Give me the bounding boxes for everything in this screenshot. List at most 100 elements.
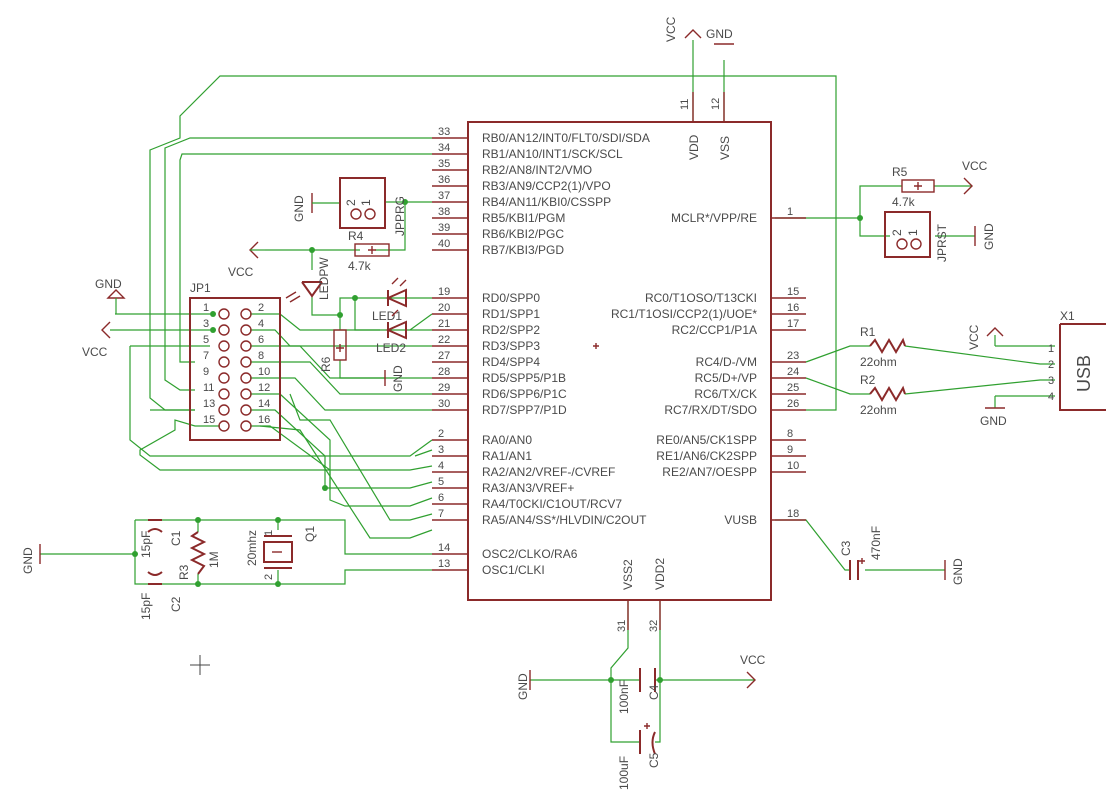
ic-left-pin-number: 19 [438, 286, 450, 298]
ic-left-pin-label: RD2/SPP2 [482, 323, 540, 337]
jp1-pin-number: 2 [258, 302, 264, 314]
c4-value: 100nF [617, 680, 631, 714]
jp1-pin-pad [218, 340, 230, 352]
ic-left-pin-label: RA0/AN0 [482, 433, 532, 447]
jp1-pin-pad [240, 404, 252, 416]
resistor-r5: R5 4.7k [892, 165, 935, 209]
ic-left-pin-label: RD5/SPP5/P1B [482, 371, 566, 385]
ic-left-pin-number: 3 [438, 444, 444, 456]
ic-left-pin-label: RA2/AN2/VREF-/CVREF [482, 465, 615, 479]
ic-left-pin-label: RD7/SPP7/P1D [482, 403, 567, 417]
ic-left-pin-number: 7 [438, 508, 444, 520]
ic-left-pin-number: 35 [438, 158, 450, 170]
power-symbols: VCC GND GND VCC GND VCC GND GND VCC GND … [21, 16, 1007, 700]
capacitor-c1: 15pF C1 [139, 519, 183, 558]
jp1-pin-number: 4 [258, 318, 264, 330]
vss-pin-label: VSS [718, 136, 732, 160]
jp1-pin-pad [240, 372, 252, 384]
q1-value: 20mhz [245, 530, 259, 566]
gnd-usb-label: GND [980, 414, 1007, 428]
c5-value: 100uF [617, 756, 631, 790]
vdd2-pin-number: 32 [648, 620, 660, 632]
ic-left-pin-label: OSC2/CLKO/RA6 [482, 547, 578, 561]
x1-pin3: 3 [1048, 375, 1054, 387]
jp1-pin-pad [240, 356, 252, 368]
c2-name: C2 [169, 596, 183, 612]
jpprg-name: JPPRG [393, 196, 407, 236]
jp1-pin-number: 15 [203, 414, 215, 426]
gnd-r6-label: GND [391, 365, 405, 392]
ic-right-pin-number: 10 [787, 460, 799, 472]
led-ledpw: LEDPW [285, 257, 331, 303]
ic-right-pin-number: 15 [787, 286, 799, 298]
vss2-pin-number: 31 [616, 620, 628, 632]
vss-pin-number: 12 [710, 98, 722, 110]
ic-left-pin-number: 37 [438, 190, 450, 202]
ic-left-pin-number: 40 [438, 238, 450, 250]
r1-name: R1 [860, 325, 876, 339]
ic-left-pin-number: 4 [438, 460, 444, 472]
capacitor-c4: 100nF C4 [617, 668, 661, 714]
ic-right-pin-label: RC1/T1OSI/CCP2(1)/UOE* [611, 307, 757, 321]
ic-left-pin-number: 14 [438, 542, 450, 554]
gnd-top-label: GND [706, 27, 733, 41]
ic-left-pin-label: RB2/AN8/INT2/VMO [482, 163, 592, 177]
ic-left-pin-number: 34 [438, 142, 450, 154]
resistor-r1: R1 22ohm [860, 325, 906, 369]
ic-right-pin-label: RC5/D+/VP [695, 371, 757, 385]
ic-right-pin-number: 25 [787, 382, 799, 394]
jp1-pin-pad [218, 324, 230, 336]
ic-right-pin-number: 9 [787, 444, 793, 456]
ic-left-pin-number: 39 [438, 222, 450, 234]
ic-right-pin-number: 26 [787, 398, 799, 410]
r3-value: 1M [207, 551, 221, 568]
x1-pin1: 1 [1048, 343, 1054, 355]
ic-left-pin-label: RB4/AN11/KBI0/CSSPP [482, 195, 611, 209]
r5-value: 4.7k [892, 195, 916, 209]
crosshair-cursor-icon [190, 655, 210, 675]
jprst-pin2: 2 [890, 229, 904, 236]
ic-left-pin-label: OSC1/CLKI [482, 563, 545, 577]
jp1-pin-pad [218, 388, 230, 400]
r3-name: R3 [177, 564, 191, 580]
jp1-pin-pad [240, 388, 252, 400]
x1-name: X1 [1060, 309, 1075, 323]
ic-left-pin-label: RD6/SPP6/P1C [482, 387, 567, 401]
ic-left-pin-label: RA4/T0CKI/C1OUT/RCV7 [482, 497, 622, 511]
jpprg-pin2: 2 [344, 199, 358, 206]
ic-left-pin-label: RA5/AN4/SS*/HLVDIN/C2OUT [482, 513, 647, 527]
led-led1: LED1 [372, 277, 407, 323]
ic-left-pin-number: 28 [438, 366, 450, 378]
c1-name: C1 [169, 530, 183, 546]
c3-value: 470nF [869, 526, 883, 560]
c1-value: 15pF [139, 531, 153, 558]
r1-value: 22ohm [860, 355, 897, 369]
jp1-pin-pad [218, 356, 230, 368]
ic-left-pin-number: 38 [438, 206, 450, 218]
jp1-pin-pad [218, 420, 230, 432]
q1-name: Q1 [303, 526, 317, 542]
r5-name: R5 [892, 165, 908, 179]
vdd-pin-label: VDD [687, 134, 701, 160]
ic-right-pin-label: MCLR*/VPP/RE [671, 211, 757, 225]
jpprg-pin1: 1 [359, 199, 373, 206]
jp1-pin-number: 1 [203, 302, 209, 314]
ic-right-pins: 1MCLR*/VPP/RE15RC0/T1OSO/T13CKI16RC1/T1O… [611, 206, 806, 527]
resistor-r6: R6 [319, 329, 347, 372]
ic-right-pin-label: RC4/D-/VM [696, 355, 757, 369]
jp1-pin-pad [240, 308, 252, 320]
ic-left-pin-label: RB3/AN9/CCP2(1)/VPO [482, 179, 611, 193]
jprst-pin1: 1 [906, 229, 920, 236]
ic-left-pin-number: 5 [438, 476, 444, 488]
ic-left-pin-number: 21 [438, 318, 450, 330]
ic-left-pin-label: RB0/AN12/INT0/FLT0/SDI/SDA [482, 131, 650, 145]
jumper-jprst: 2 1 JPRST [884, 211, 949, 262]
c5-name: C5 [647, 752, 661, 768]
gnd-jp1-label: GND [95, 277, 122, 291]
jp1-pin-number: 14 [258, 398, 270, 410]
ic-left-pin-label: RD0/SPP0 [482, 291, 540, 305]
vcc-usb-label: VCC [967, 324, 981, 350]
